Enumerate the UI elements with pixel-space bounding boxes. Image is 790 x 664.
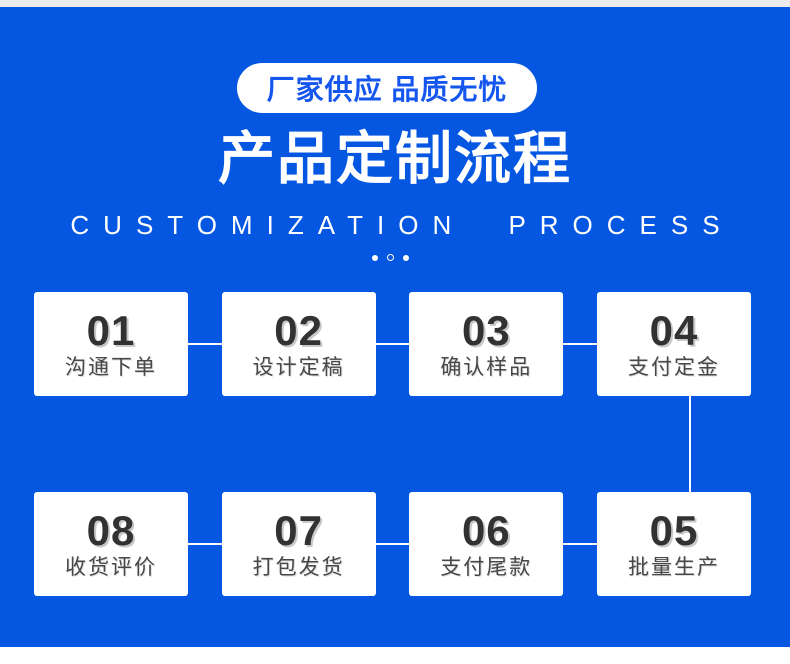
step-row-top: 01 沟通下单 02 设计定稿 03 确认样品 04 支付定金: [34, 292, 751, 396]
page-subtitle: CUSTOMIZATION PROCESS: [70, 210, 734, 240]
step-card-07: 07 打包发货: [221, 492, 376, 596]
step-number: 03: [461, 307, 511, 354]
horizontal-connector-line: [110, 343, 674, 345]
step-label: 收货评价: [65, 556, 157, 579]
step-card-02: 02 设计定稿: [221, 292, 376, 396]
step-number: 07: [274, 507, 324, 554]
step-label: 确认样品: [440, 356, 533, 379]
step-label: 沟通下单: [65, 356, 157, 379]
step-label: 批量生产: [627, 556, 720, 579]
step-label: 支付定金: [627, 356, 720, 379]
step-number: 02: [274, 307, 324, 354]
step-label: 打包发货: [252, 556, 345, 579]
horizontal-connector-line: [110, 543, 674, 545]
step-number: 08: [86, 507, 136, 554]
step-card-06: 06 支付尾款: [409, 492, 564, 596]
dot-filled: [402, 254, 409, 261]
step-number: 04: [649, 307, 699, 354]
step-row-bottom: 08 收货评价 07 打包发货 06 支付尾款 05 批量生产: [34, 492, 751, 596]
step-label: 设计定稿: [252, 356, 345, 379]
step-card-08: 08 收货评价: [34, 492, 188, 596]
supply-banner-pill: 厂家供应 品质无忧: [237, 63, 537, 113]
dots-decoration: [0, 254, 780, 261]
step-number: 01: [86, 307, 136, 354]
step-number: 05: [649, 507, 699, 554]
dot-filled: [371, 254, 378, 261]
vertical-connector-line: [689, 396, 691, 492]
step-card-04: 04 支付定金: [596, 292, 751, 396]
step-card-03: 03 确认样品: [409, 292, 564, 396]
page-title: 产品定制流程: [218, 127, 572, 191]
step-number: 06: [461, 507, 511, 554]
step-card-01: 01 沟通下单: [34, 292, 188, 396]
dot-hollow: [386, 254, 394, 261]
supply-banner-text: 厂家供应 品质无忧: [266, 74, 508, 105]
step-card-05: 05 批量生产: [596, 492, 751, 596]
step-label: 支付尾款: [440, 556, 533, 579]
top-strip: [0, 0, 790, 7]
